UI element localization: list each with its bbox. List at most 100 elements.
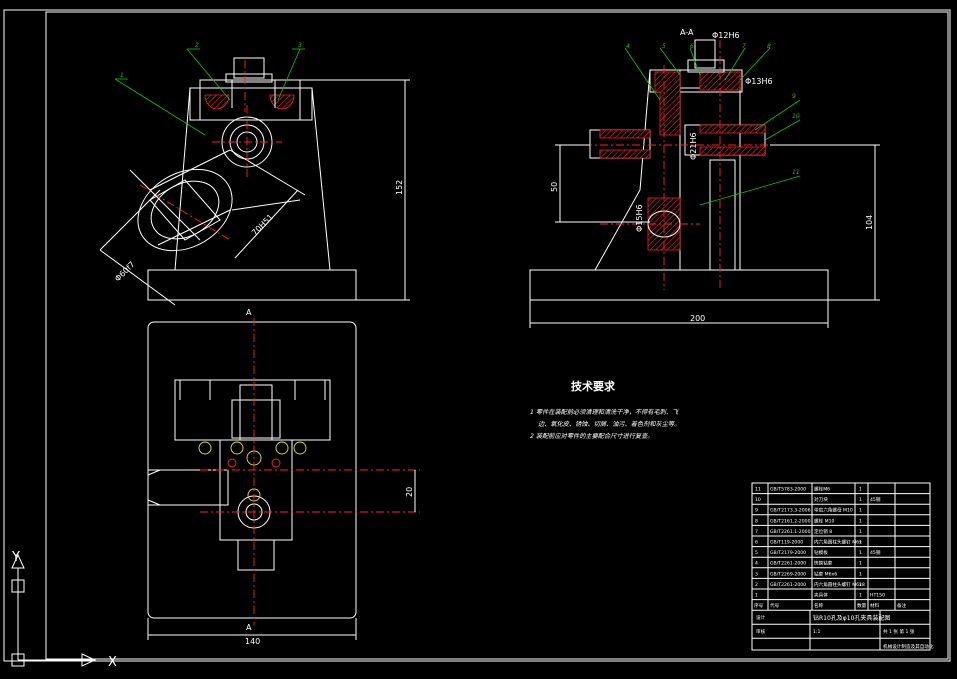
part-name: 钻套 M6x6 [814,570,837,577]
balloon-5: 5 [662,43,666,50]
part-material: 45钢 [870,496,881,503]
part-name: 螺栓M6 [814,486,830,493]
part-code: GB/T2261.1-2000 [770,529,811,535]
part-code: GB/T2173.3-2006 [770,508,811,514]
designer-label: 设计 [756,614,766,621]
ucs-y: Y [11,550,20,565]
balloon-1: 1 [120,72,124,79]
sheet-value: 共 1 张 第 1 张 [883,628,915,635]
header-cell: 数量 [857,602,867,609]
front-base [147,269,357,301]
section-mark-top: A [246,308,252,317]
dim-side-right-height: 104 [865,215,874,230]
part-name: 快换钻套 [814,560,833,567]
balloon-2: 2 [195,42,199,49]
tech-requirements: 技术要求 1 零件在装配前必须清理和清洗干净，不得有毛刺、飞 边、氧化皮、锈蚀、… [530,379,680,440]
scale-value: 1:1 [813,629,820,635]
header-cell: 材料 [870,602,880,609]
part-qty: 1 [859,540,862,546]
dim-phi-right: Φ13H6 [745,77,773,86]
ucs-x: X [108,655,117,670]
part-qty: 1 [859,497,862,503]
balloon-3: 3 [298,42,302,49]
dim-front-small: 70H51 [250,212,275,237]
tech-req-line-2: 边、氧化皮、锈蚀、切屑、油污、着色剂和灰尘等。 [538,420,680,428]
part-name: 钻模板 [814,549,828,556]
header-cell: 序号 [754,602,764,609]
checker-label: 审核 [756,628,766,635]
balloon-9: 9 [792,93,796,100]
part-qty: 1 [859,561,862,567]
part-no: 11 [755,487,761,493]
part-no: 8 [755,518,758,524]
front-body [174,87,331,271]
part-name: 内六角圆柱头螺钉 M6x [814,539,862,546]
part-code: GB/T2261-2000 [770,582,806,588]
dim-front-height: 152 [395,180,404,195]
part-no: 1 [755,593,758,599]
part-code: GB/T119-2000 [770,540,803,546]
part-qty: 1 [859,518,862,524]
header-cell: 代号 [770,602,780,609]
header-cell: 名称 [814,602,824,609]
balloon-8: 8 [767,43,771,50]
part-code: GB/T2179-2000 [770,550,806,556]
front-view: 152 Φ60f7 70H51 2 3 1 [99,42,410,306]
dim-phi-top: Φ12H6 [712,31,740,40]
school-name: 机械设计制造及其自动化 [883,643,934,650]
outer-frame [3,9,951,662]
part-no: 3 [755,571,758,577]
dim-phi-mid: Φ21H6 [689,132,698,160]
part-qty: 1 [859,529,862,535]
part-code: GB/T2261-2000 [770,561,806,567]
dim-top-width: 140 [245,637,260,646]
inner-frame [45,11,949,660]
dim-side-height: 50 [550,182,559,192]
part-code: GB/T5783-2000 [770,487,806,493]
dim-top-offset: 20 [405,487,414,497]
ucs-icon: Y X [11,550,117,670]
part-code: GB/T2269-2000 [770,571,806,577]
section-label: A-A [680,28,694,37]
part-name: 带肩六角螺母 M10 [814,507,853,514]
drawing-title: 钻R10孔及φ10孔夹具装配图 [813,614,890,622]
part-no: 6 [755,540,758,546]
part-no: 2 [755,582,758,588]
part-name: 对刀块 [814,496,828,503]
side-view: A-A 50 104 200 Φ12H6 [529,28,880,328]
part-name: 定位销 8 [814,528,832,535]
part-no: 5 [755,550,758,556]
dim-phi-low: Φ15H6 [635,204,644,232]
part-qty: 1 [859,582,862,588]
tech-req-title: 技术要求 [571,379,616,393]
balloon-11: 11 [792,169,800,176]
balloon-6: 6 [690,43,694,50]
part-name: 内六角圆柱头螺钉 M6x8 [814,581,865,588]
part-name: 夹具体 [814,592,828,599]
part-qty: 1 [859,593,862,599]
part-no: 10 [755,497,761,503]
balloon-7: 7 [742,43,746,50]
top-view: A A 20 140 [147,308,420,646]
part-qty: 1 [859,571,862,577]
balloon-4: 4 [626,43,630,50]
part-no: 4 [755,561,758,567]
section-mark-bottom: A [246,623,252,632]
tech-req-line-3: 2 装配前应对零件的主要配合尺寸进行复查。 [530,432,653,440]
part-qty: 1 [859,508,862,514]
dim-front-diameter: Φ60f7 [113,260,137,284]
part-code: GB/T2161.2-2000 [770,518,811,524]
part-material: HT150 [870,593,885,599]
part-material: 45钢 [870,549,881,556]
part-qty: 1 [859,487,862,493]
balloon-10: 10 [792,113,800,120]
tech-req-line-1: 1 零件在装配前必须清理和清洗干净，不得有毛刺、飞 [530,408,679,416]
part-no: 9 [755,508,758,514]
part-name: 螺栓 M10 [814,517,835,524]
dim-side-width: 200 [690,314,705,323]
part-qty: 1 [859,550,862,556]
part-no: 7 [755,529,758,535]
header-cell: 备注 [897,602,907,609]
